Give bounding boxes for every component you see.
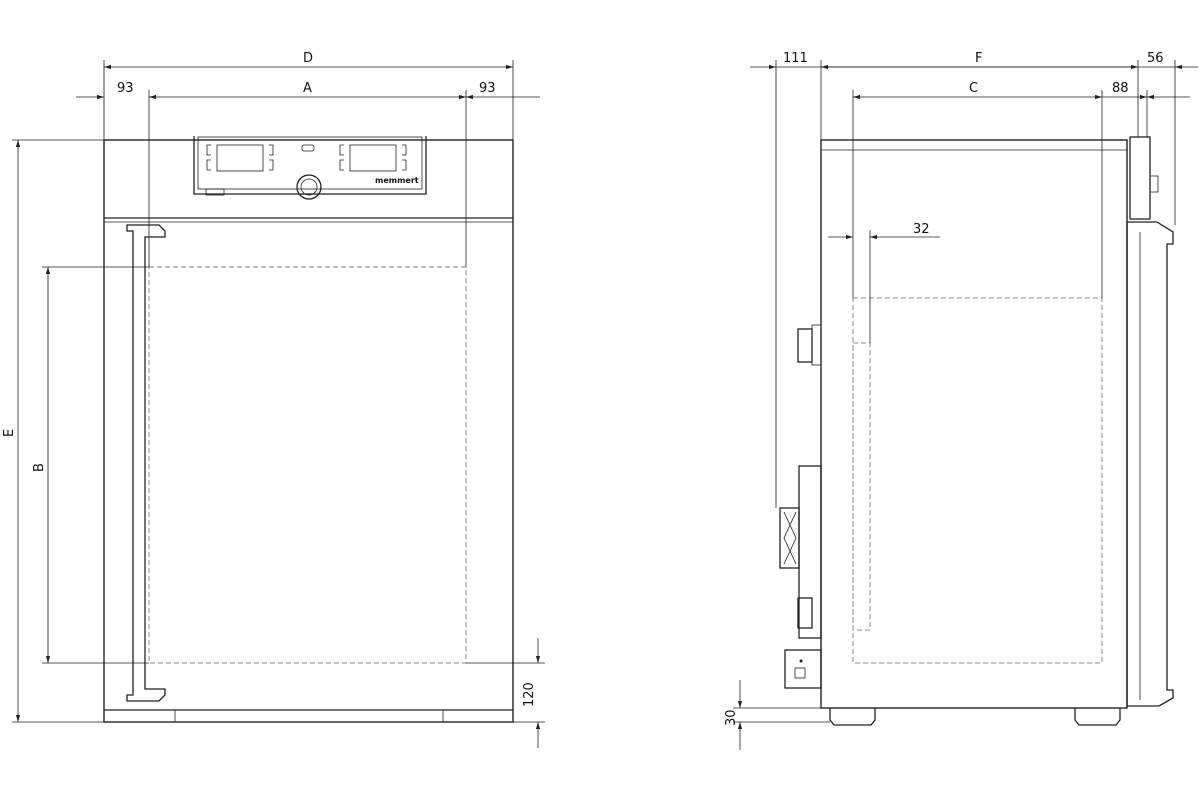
dim-D: D	[303, 51, 313, 66]
brand-logo: memmert	[375, 176, 419, 185]
dim-111: 111	[783, 51, 808, 66]
dim-E: E	[2, 429, 17, 437]
dim-120: 120	[522, 682, 537, 707]
control-panel: memmert	[193, 136, 427, 200]
rear-foot	[829, 708, 876, 726]
door-handle	[126, 224, 166, 702]
dim-right-93: 93	[479, 81, 496, 96]
rear-connector-top	[797, 328, 813, 363]
rear-port	[784, 649, 822, 689]
front-housing	[103, 139, 514, 723]
dim-88: 88	[1112, 81, 1129, 96]
side-interior-outline	[852, 297, 1103, 664]
side-dimensions: 111 F 56 C 88 32 30	[724, 51, 1198, 750]
left-display	[216, 144, 264, 172]
rear-fan	[779, 507, 800, 569]
front-view: memmert D A 93 93 E B	[2, 51, 545, 748]
side-door	[1126, 221, 1174, 707]
front-foot	[1074, 708, 1121, 726]
side-housing	[820, 139, 1128, 709]
dim-B: B	[32, 463, 47, 472]
control-knob	[296, 174, 322, 200]
dim-56: 56	[1147, 51, 1164, 66]
dim-30: 30	[724, 709, 739, 726]
dim-C: C	[969, 81, 978, 96]
side-view: 111 F 56 C 88 32 30	[724, 51, 1198, 750]
dim-32: 32	[913, 222, 930, 237]
hinge-control	[1129, 136, 1151, 220]
dim-left-93: 93	[117, 81, 134, 96]
front-dimensions: D A 93 93 E B 120	[2, 51, 545, 748]
dim-F: F	[975, 51, 982, 66]
dim-A: A	[303, 81, 312, 96]
right-display	[349, 144, 397, 172]
interior-outline	[148, 266, 467, 664]
